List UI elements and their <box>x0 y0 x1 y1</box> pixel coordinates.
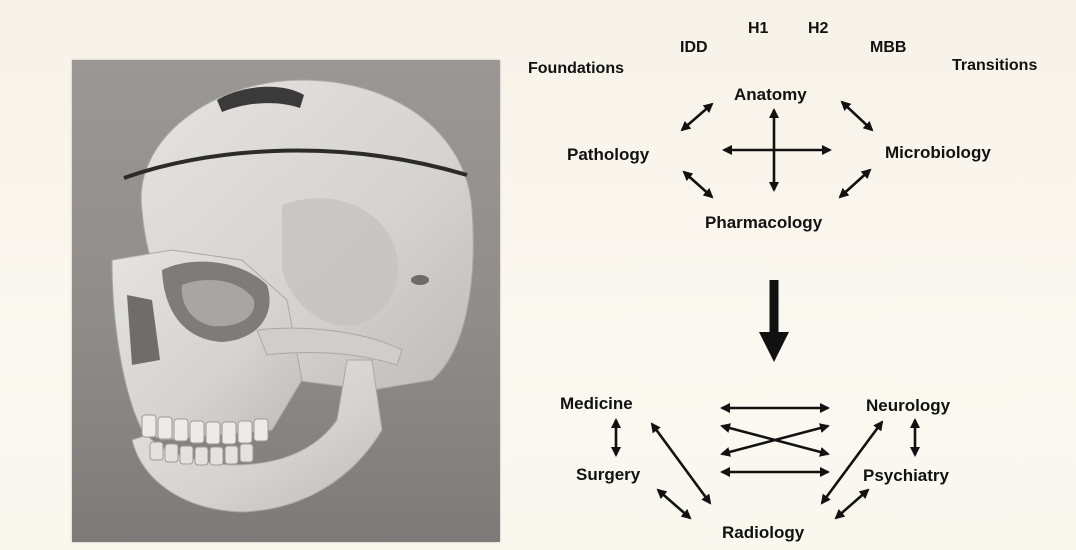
arrow-pathology-anatomy <box>682 104 712 130</box>
lower-teeth <box>150 442 253 465</box>
tag-h1: H1 <box>748 20 769 37</box>
tag-transitions: Transitions <box>952 57 1037 74</box>
node-psychiatry: Psychiatry <box>863 466 950 485</box>
node-radiology: Radiology <box>722 523 805 542</box>
ear-canal <box>411 275 429 285</box>
node-pharmacology: Pharmacology <box>705 213 823 232</box>
tag-mbb: MBB <box>870 39 906 56</box>
skull-illustration <box>72 60 500 542</box>
node-microbiology: Microbiology <box>885 143 991 162</box>
skull-image <box>72 60 500 542</box>
arrow-radiology-psychiatry <box>836 490 868 518</box>
node-anatomy: Anatomy <box>734 85 807 104</box>
curriculum-diagram: Foundations IDD H1 H2 MBB Transitions An… <box>500 0 1076 550</box>
arrow-surgery-radiology <box>658 490 690 518</box>
arrow-pathology-pharmacology <box>684 172 712 197</box>
tag-h2: H2 <box>808 20 829 37</box>
tag-idd: IDD <box>680 39 708 56</box>
arrow-neurology-radiology <box>822 422 882 503</box>
node-medicine: Medicine <box>560 394 633 413</box>
node-surgery: Surgery <box>576 465 641 484</box>
arrow-anatomy-microbiology <box>842 102 872 130</box>
node-neurology: Neurology <box>866 396 951 415</box>
arrow-pharmacology-microbiology <box>840 170 870 197</box>
tag-foundations: Foundations <box>528 60 624 77</box>
node-pathology: Pathology <box>567 145 650 164</box>
